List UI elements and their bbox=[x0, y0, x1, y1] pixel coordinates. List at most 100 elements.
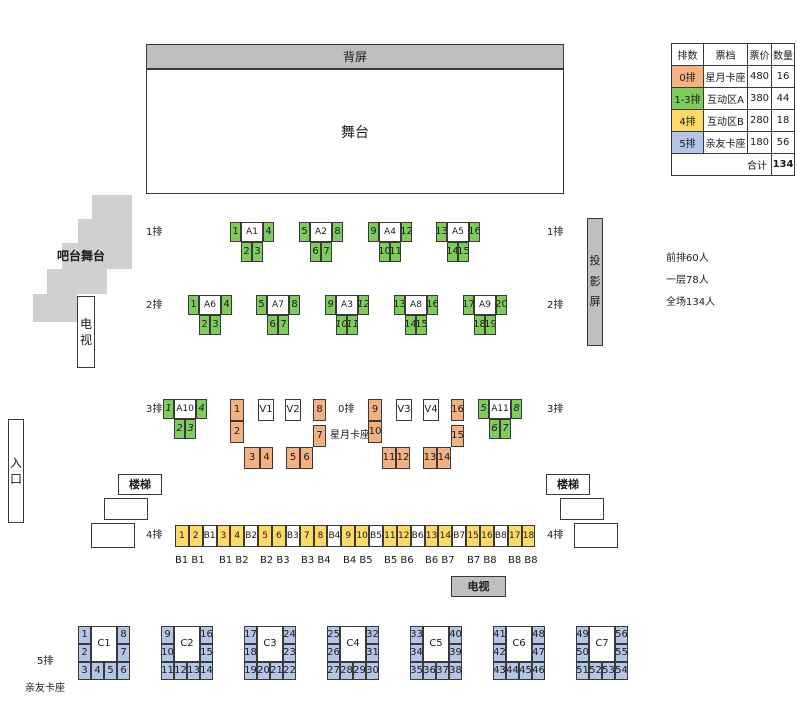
seat-vip[interactable]: 14 bbox=[437, 447, 451, 469]
table-label[interactable]: A5 bbox=[447, 222, 469, 242]
seat-yellow[interactable]: 15 bbox=[466, 525, 480, 547]
seat-green[interactable]: 2 bbox=[174, 419, 185, 439]
seat-green[interactable]: 19 bbox=[485, 315, 496, 335]
seat-blue[interactable]: 32 bbox=[366, 626, 379, 644]
seat-blue[interactable]: 52 bbox=[589, 662, 602, 680]
seat-green[interactable]: 3 bbox=[185, 419, 196, 439]
seat-green[interactable]: 16 bbox=[427, 295, 438, 315]
seat-yellow[interactable]: 5 bbox=[258, 525, 272, 547]
table-b[interactable]: B4 bbox=[327, 525, 342, 547]
seat-green[interactable]: 8 bbox=[332, 222, 343, 242]
seat-vip[interactable]: 1 bbox=[230, 399, 244, 421]
seat-blue[interactable]: 41 bbox=[493, 626, 506, 644]
seat-blue[interactable]: 2 bbox=[78, 644, 91, 662]
seat-green[interactable]: 10 bbox=[336, 315, 347, 335]
seat-green[interactable]: 8 bbox=[511, 399, 522, 419]
seat-blue[interactable]: 44 bbox=[506, 662, 519, 680]
seat-vip[interactable]: 8 bbox=[313, 399, 326, 421]
seat-blue[interactable]: 22 bbox=[283, 662, 296, 680]
seat-green[interactable]: 11 bbox=[347, 315, 358, 335]
table-label[interactable]: A6 bbox=[199, 295, 221, 315]
seat-green[interactable]: 7 bbox=[278, 315, 289, 335]
seat-green[interactable]: 1 bbox=[163, 399, 174, 419]
seat-blue[interactable]: 50 bbox=[576, 644, 589, 662]
family-table-label[interactable]: C1 bbox=[91, 626, 117, 662]
seat-yellow[interactable]: 4 bbox=[230, 525, 245, 547]
seat-green[interactable]: 16 bbox=[469, 222, 480, 242]
seat-yellow[interactable]: 11 bbox=[383, 525, 397, 547]
seat-vip[interactable]: 15 bbox=[451, 425, 464, 447]
seat-green[interactable]: 15 bbox=[458, 242, 469, 262]
seat-blue[interactable]: 20 bbox=[257, 662, 270, 680]
seat-blue[interactable]: 48 bbox=[532, 626, 545, 644]
seat-blue[interactable]: 56 bbox=[615, 626, 628, 644]
seat-blue[interactable]: 16 bbox=[200, 626, 213, 644]
seat-green[interactable]: 1 bbox=[188, 295, 199, 315]
seat-green[interactable]: 7 bbox=[321, 242, 332, 262]
seat-yellow[interactable]: 7 bbox=[299, 525, 314, 547]
seat-blue[interactable]: 25 bbox=[327, 626, 340, 644]
family-table-label[interactable]: C3 bbox=[257, 626, 283, 662]
vip-table[interactable]: V1 bbox=[258, 399, 274, 421]
seat-blue[interactable]: 43 bbox=[493, 662, 506, 680]
seat-green[interactable]: 15 bbox=[416, 315, 427, 335]
seat-blue[interactable]: 14 bbox=[200, 662, 213, 680]
seat-vip[interactable]: 7 bbox=[313, 425, 326, 447]
table-b[interactable]: B7 bbox=[452, 525, 467, 547]
seat-yellow[interactable]: 9 bbox=[341, 525, 356, 547]
seat-yellow[interactable]: 13 bbox=[424, 525, 439, 547]
seat-blue[interactable]: 3 bbox=[78, 662, 91, 680]
seat-green[interactable]: 5 bbox=[299, 222, 310, 242]
seat-blue[interactable]: 17 bbox=[244, 626, 257, 644]
seat-yellow[interactable]: 14 bbox=[438, 525, 453, 547]
table-b[interactable]: B8 bbox=[493, 525, 508, 547]
seat-blue[interactable]: 15 bbox=[200, 644, 213, 662]
seat-blue[interactable]: 35 bbox=[410, 662, 423, 680]
vip-table[interactable]: V4 bbox=[423, 399, 439, 421]
seat-blue[interactable]: 1 bbox=[78, 626, 91, 644]
seat-yellow[interactable]: 17 bbox=[507, 525, 522, 547]
seat-blue[interactable]: 24 bbox=[283, 626, 296, 644]
seat-vip[interactable]: 4 bbox=[260, 447, 273, 469]
seat-green[interactable]: 13 bbox=[436, 222, 447, 242]
vip-table[interactable]: V2 bbox=[285, 399, 301, 421]
family-table-label[interactable]: C6 bbox=[506, 626, 532, 662]
seat-green[interactable]: 5 bbox=[478, 399, 489, 419]
seat-blue[interactable]: 26 bbox=[327, 644, 340, 662]
seat-yellow[interactable]: 12 bbox=[396, 525, 411, 547]
seat-yellow[interactable]: 6 bbox=[272, 525, 286, 547]
seat-green[interactable]: 12 bbox=[358, 295, 369, 315]
table-label[interactable]: A4 bbox=[379, 222, 401, 242]
seat-blue[interactable]: 19 bbox=[244, 662, 257, 680]
seat-green[interactable]: 13 bbox=[394, 295, 405, 315]
seat-vip[interactable]: 6 bbox=[300, 447, 313, 469]
table-b[interactable]: B3 bbox=[285, 525, 300, 547]
seat-blue[interactable]: 51 bbox=[576, 662, 589, 680]
seat-blue[interactable]: 40 bbox=[449, 626, 462, 644]
seat-vip[interactable]: 16 bbox=[451, 399, 464, 421]
seat-blue[interactable]: 39 bbox=[449, 644, 462, 662]
seat-green[interactable]: 14 bbox=[447, 242, 458, 262]
seat-blue[interactable]: 11 bbox=[161, 662, 174, 680]
seat-blue[interactable]: 9 bbox=[161, 626, 174, 644]
seat-blue[interactable]: 38 bbox=[449, 662, 462, 680]
seat-blue[interactable]: 47 bbox=[532, 644, 545, 662]
seat-blue[interactable]: 12 bbox=[174, 662, 187, 680]
seat-blue[interactable]: 37 bbox=[436, 662, 449, 680]
family-table-label[interactable]: C5 bbox=[423, 626, 449, 662]
seat-green[interactable]: 12 bbox=[401, 222, 412, 242]
seat-blue[interactable]: 7 bbox=[117, 644, 130, 662]
seat-green[interactable]: 1 bbox=[230, 222, 241, 242]
seat-vip[interactable]: 9 bbox=[368, 399, 382, 421]
seat-yellow[interactable]: 3 bbox=[216, 525, 231, 547]
seat-green[interactable]: 8 bbox=[289, 295, 300, 315]
seat-blue[interactable]: 36 bbox=[423, 662, 436, 680]
vip-table[interactable]: V3 bbox=[396, 399, 412, 421]
seat-blue[interactable]: 46 bbox=[532, 662, 545, 680]
seat-vip[interactable]: 12 bbox=[396, 447, 410, 469]
seat-green[interactable]: 7 bbox=[500, 419, 511, 439]
seat-blue[interactable]: 23 bbox=[283, 644, 296, 662]
seat-vip[interactable]: 13 bbox=[423, 447, 437, 469]
seat-blue[interactable]: 30 bbox=[366, 662, 379, 680]
seat-green[interactable]: 4 bbox=[221, 295, 232, 315]
